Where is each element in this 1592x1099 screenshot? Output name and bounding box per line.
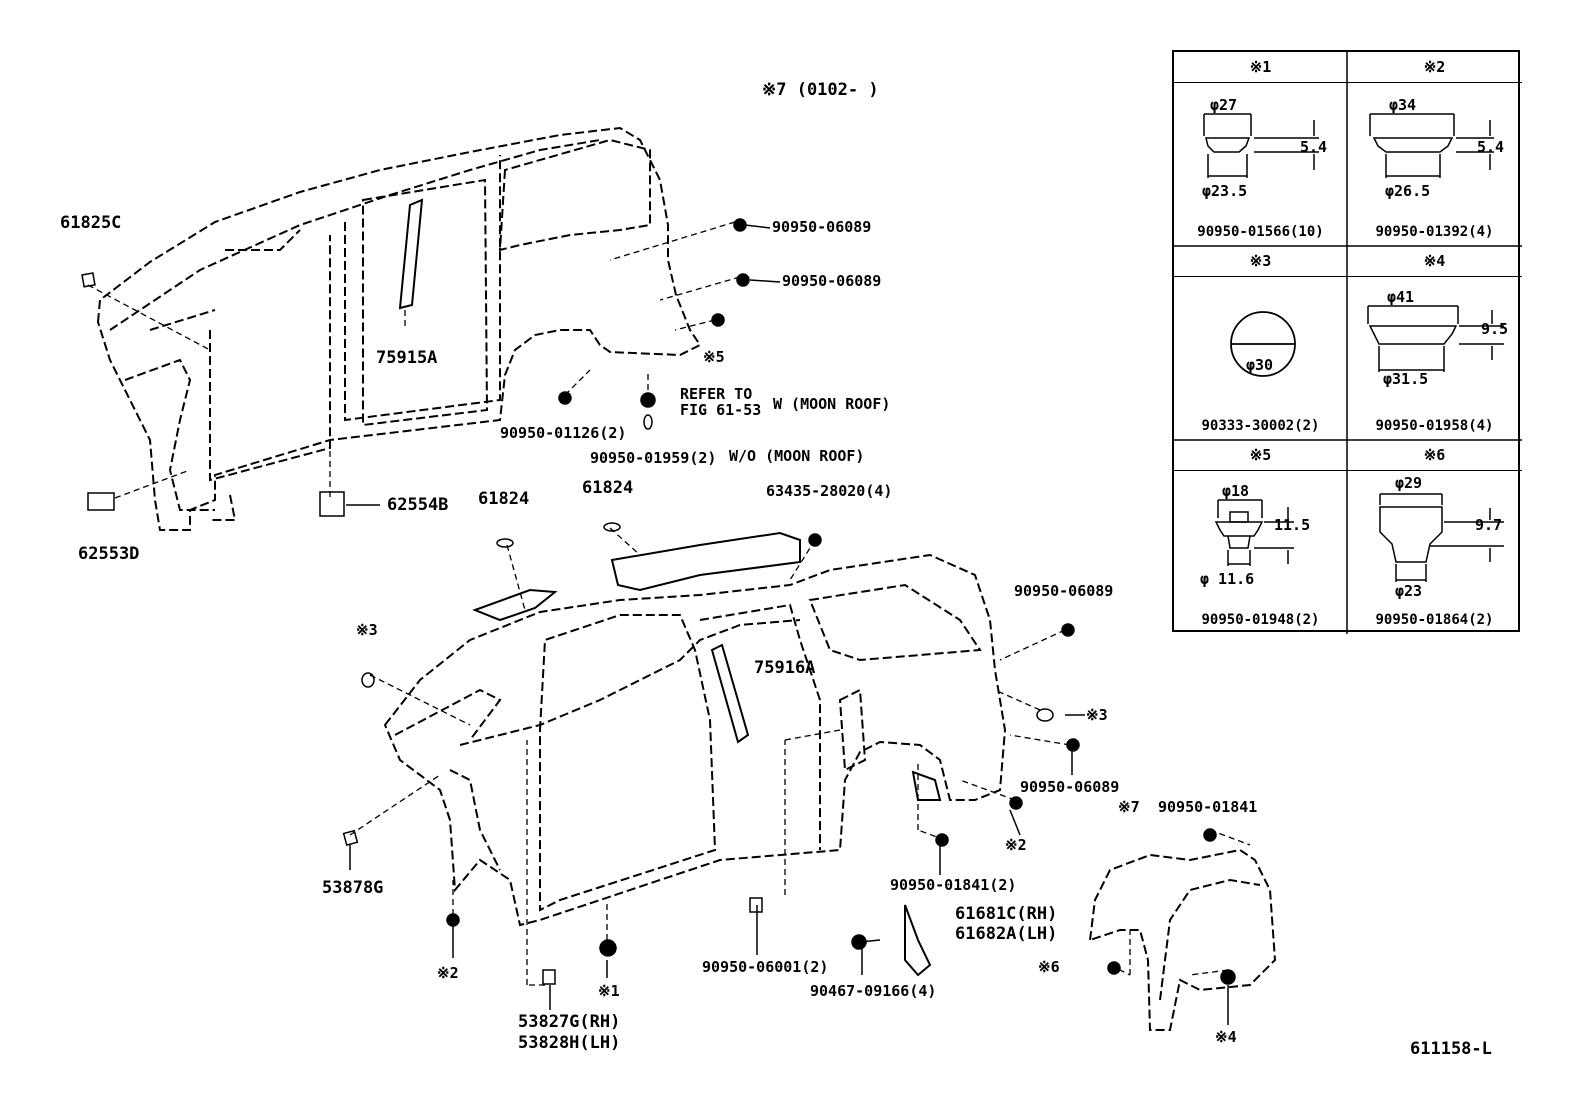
ref-mark-2-right: ※2 (1005, 836, 1027, 854)
plug-profile-1 (1203, 113, 1319, 178)
front-pillar-bracket (472, 588, 558, 622)
ref-mark-7: ※7 (1118, 798, 1140, 816)
part-label-90950-06089-b[interactable]: 90950-06089 (782, 272, 882, 290)
part-label-90950-06001[interactable]: 90950-06001(2) (702, 958, 829, 976)
cell-part-number[interactable]: 90333-30002(2) (1201, 418, 1320, 434)
upper-side-panel-outline (96, 126, 702, 531)
table-cell-4: ※4 φ41 φ31.5 9.5 90950-01958(4) (1347, 246, 1522, 440)
model-date-note: ※7 (0102- ) (762, 80, 879, 100)
label-pointer-lines (346, 224, 1229, 1025)
dimension-height: 11.5 (1274, 516, 1311, 534)
table-cell-5: ※5 φ18 φ 11.6 11.5 90950-01948(2) (1174, 440, 1347, 634)
part-label-62553D[interactable]: 62553D (78, 544, 140, 564)
part-label-90950-01841-b[interactable]: 90950-01841(2) (890, 876, 1017, 894)
table-grid (1174, 52, 1522, 634)
table-cell-3: ※3 φ30 90333-30002(2) (1174, 246, 1347, 440)
ref-mark-5: ※5 (703, 348, 725, 366)
part-label-90950-01841-a[interactable]: 90950-01841 (1158, 798, 1258, 816)
cell-part-number[interactable]: 90950-01948(2) (1201, 612, 1320, 628)
plug-profile-2 (1369, 113, 1494, 178)
trim-strip-75916A (710, 643, 750, 744)
ref-mark-3-right: ※3 (1086, 706, 1108, 724)
ref-mark-2-left: ※2 (437, 964, 459, 982)
part-label-90950-06089-a[interactable]: 90950-06089 (772, 218, 872, 236)
wheel-house-liner (1088, 848, 1277, 1031)
part-label-90950-01959[interactable]: 90950-01959(2) (590, 449, 717, 467)
dimension-height: 5.4 (1477, 138, 1505, 156)
cell-heading: ※3 (1174, 246, 1347, 277)
trim-strip-75915A (398, 198, 424, 310)
dimension-outer: φ27 (1210, 96, 1238, 114)
plug-profile-4 (1367, 305, 1504, 372)
part-label-61824-a[interactable]: 61824 (478, 489, 530, 509)
table-cell-1: ※1 φ27 φ23.5 5.4 90950-01566(10) (1174, 52, 1347, 246)
mud-guard (904, 904, 932, 977)
part-label-63435-28020[interactable]: 63435-28020(4) (766, 482, 893, 500)
cell-part-number[interactable]: 90950-01864(2) (1375, 612, 1494, 628)
cell-part-number[interactable]: 90950-01566(10) (1197, 224, 1324, 240)
cell-heading: ※6 (1347, 440, 1522, 471)
dimension-height: 9.7 (1475, 516, 1503, 534)
part-label-90950-01126[interactable]: 90950-01126(2) (500, 424, 627, 442)
part-label-90467-09166[interactable]: 90467-09166(4) (810, 982, 937, 1000)
figure-reference-link[interactable]: FIG 61-53 (680, 401, 762, 419)
part-label-61682A[interactable]: 61682A(LH) (955, 924, 1058, 944)
lower-side-panel-outline (383, 553, 1007, 927)
plug-profile-6 (1379, 493, 1504, 582)
rear-fender-bracket (911, 770, 942, 801)
dimension-height: 9.5 (1481, 320, 1509, 338)
without-moon-roof-note: W/O (MOON ROOF) (729, 447, 865, 465)
part-label-61681C[interactable]: 61681C(RH) (955, 904, 1058, 924)
roof-rail-bracket (610, 531, 801, 592)
leader-lines (87, 221, 1251, 986)
fastener-reference-table: ※1 φ27 φ23.5 5.4 90950-01566(10) ※2 φ34 … (1172, 50, 1522, 634)
part-label-90950-06089-d[interactable]: 90950-06089 (1020, 778, 1120, 796)
dimension-inner: φ31.5 (1383, 370, 1429, 388)
part-label-61825C[interactable]: 61825C (60, 213, 122, 233)
cell-heading: ※2 (1347, 52, 1522, 83)
cell-heading: ※5 (1174, 440, 1347, 471)
fastener-symbols (446, 218, 1236, 985)
cell-part-number[interactable]: 90950-01392(4) (1375, 224, 1494, 240)
refer-to-note: REFER TO (680, 385, 753, 403)
part-label-53878G[interactable]: 53878G (322, 878, 384, 898)
part-label-61824-b[interactable]: 61824 (582, 478, 634, 498)
table-cell-6: ※6 φ29 φ23 9.7 90950-01864(2) (1347, 440, 1522, 634)
with-moon-roof-note: W (MOON ROOF) (773, 395, 891, 413)
dimension-inner: φ23 (1395, 582, 1423, 600)
cell-part-number[interactable]: 90950-01958(4) (1375, 418, 1494, 434)
cell-heading: ※4 (1347, 246, 1522, 277)
table-cell-2: ※2 φ34 φ26.5 5.4 90950-01392(4) (1347, 52, 1522, 246)
part-label-90950-06089-c[interactable]: 90950-06089 (1014, 582, 1114, 600)
plug-symbols (81, 272, 1054, 985)
dimension-inner: φ23.5 (1202, 182, 1248, 200)
part-label-53828H[interactable]: 53828H(LH) (518, 1033, 621, 1053)
round-seal-profile-3 (1230, 311, 1296, 377)
plug-profile-5 (1214, 499, 1294, 566)
dimension-diameter: φ30 (1246, 356, 1274, 374)
dimension-outer: φ34 (1389, 96, 1417, 114)
dimension-inner: φ 11.6 (1200, 570, 1255, 588)
ref-mark-1: ※1 (598, 982, 620, 1000)
dimension-height: 5.4 (1300, 138, 1328, 156)
ref-mark-4: ※4 (1215, 1028, 1237, 1046)
part-label-53827G[interactable]: 53827G(RH) (518, 1012, 621, 1032)
part-label-62554B[interactable]: 62554B (387, 495, 449, 515)
dimension-outer: φ41 (1387, 288, 1415, 306)
cell-heading: ※1 (1174, 52, 1347, 83)
dimension-inner: φ26.5 (1385, 182, 1431, 200)
ref-mark-6: ※6 (1038, 958, 1060, 976)
part-label-75915A[interactable]: 75915A (376, 348, 438, 368)
dimension-outer: φ29 (1395, 474, 1423, 492)
dimension-outer: φ18 (1222, 482, 1250, 500)
figure-id: 611158-L (1410, 1039, 1492, 1059)
part-label-75916A[interactable]: 75916A (754, 658, 816, 678)
ref-mark-3-left: ※3 (356, 621, 378, 639)
